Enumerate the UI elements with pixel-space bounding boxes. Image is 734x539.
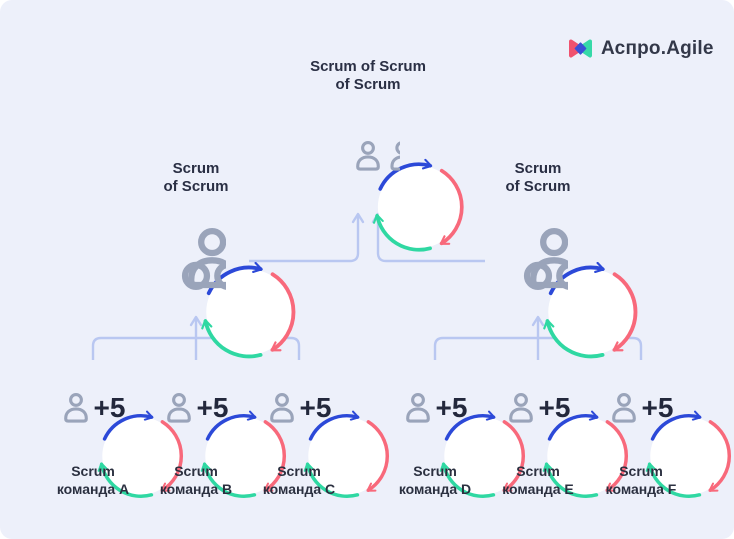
node-scrum-team-b: +5	[148, 360, 244, 456]
person-icon	[405, 392, 430, 423]
three-people-icon	[515, 229, 568, 291]
connector-left-to-top	[249, 212, 365, 263]
node-scrum-of-scrum-of-scrum	[317, 105, 419, 207]
brand-name: Аспро.Agile	[601, 37, 714, 59]
person-icon	[611, 392, 636, 423]
node-scrum-team-a: +5	[45, 360, 141, 456]
person-icon	[63, 392, 88, 423]
node-scrum-team-f: +5	[593, 360, 689, 456]
team-extra-members-badge: +5	[196, 392, 229, 423]
node-scrum-team-e: +5	[490, 360, 586, 456]
team-extra-members-badge: +5	[93, 392, 126, 423]
title-scrum-of-scrum-left: Scrum of Scrum	[163, 160, 229, 195]
person-icon	[166, 392, 191, 423]
team-extra-members-badge: +5	[299, 392, 332, 423]
node-scrum-of-scrum-left	[143, 206, 249, 312]
team-extra-members-badge: +5	[538, 392, 571, 423]
team-extra-members-badge: +5	[435, 392, 468, 423]
person-icon	[508, 392, 533, 423]
node-scrum-team-c: +5	[251, 360, 347, 456]
person-icon	[269, 392, 294, 423]
three-people-icon	[173, 229, 226, 291]
connector-right-to-top	[371, 212, 485, 263]
team-extra-members-badge: +5	[641, 392, 674, 423]
node-scrum-team-d: +5	[387, 360, 483, 456]
node-scrum-of-scrum-right	[485, 206, 591, 312]
aspro-logo-icon	[569, 39, 592, 58]
title-scrum-of-scrum-right: Scrum of Scrum	[505, 160, 571, 195]
title-scrum-of-scrum-of-scrum: Scrum of Scrum of Scrum	[310, 58, 426, 93]
two-people-icon	[356, 140, 400, 171]
brand-logo: Аспро.Agile	[567, 37, 714, 60]
